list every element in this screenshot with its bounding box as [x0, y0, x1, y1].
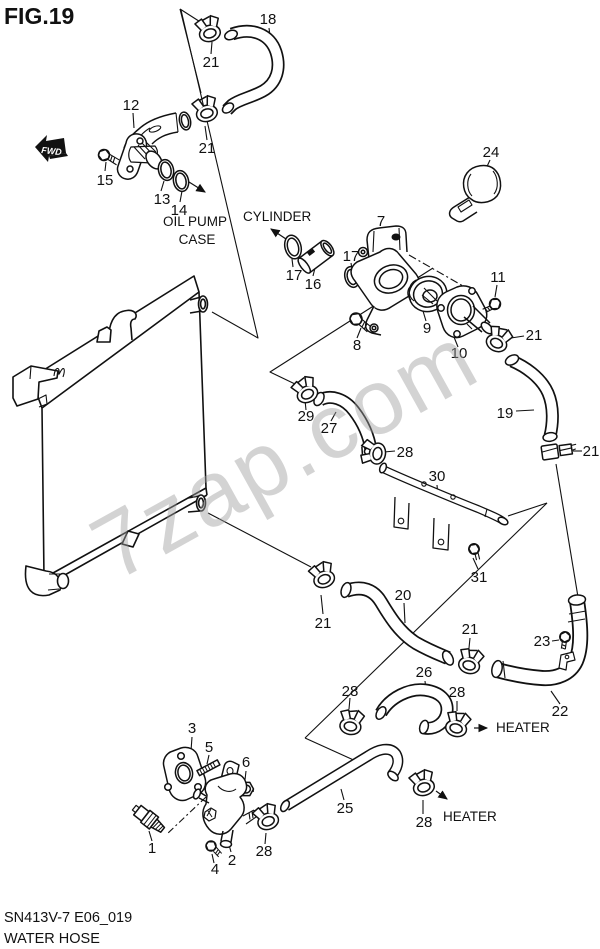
part-number-label-29: 29 [298, 408, 315, 425]
cylinder-label: CYLINDER [243, 209, 312, 224]
part-number-label-4: 4 [211, 861, 219, 878]
part-number-label-3: 3 [188, 720, 196, 737]
part-number-label-25: 25 [337, 800, 354, 817]
part-number-label-28: 28 [416, 814, 433, 831]
part-number-label-17: 17 [343, 248, 360, 265]
part-number-label-22: 22 [552, 703, 569, 720]
part-number-label-5: 5 [205, 739, 213, 756]
part-number-label-28: 28 [449, 684, 466, 701]
thermostat-case-7 [350, 225, 421, 336]
part-number-label-16: 16 [305, 276, 322, 293]
water-outlet-pipe-12 [97, 111, 192, 193]
radiator-hose-20 [340, 581, 455, 666]
part-number-label-20: 20 [395, 587, 412, 604]
part-number-label-21: 21 [462, 621, 479, 638]
part-number-label-31: 31 [471, 569, 488, 586]
part-number-label-11: 11 [490, 269, 506, 286]
o-ring-17-left [283, 234, 303, 260]
hose-22 [491, 594, 589, 687]
oil-pump-case-label-line1: OIL PUMP [163, 214, 227, 229]
thermostat-cap-10 [436, 285, 494, 339]
stud-bolt-5 [196, 759, 221, 777]
radiator-drawing [12, 275, 209, 597]
union-16 [297, 239, 335, 274]
screw-clamp-21 [540, 443, 577, 461]
part-number-label-14: 14 [171, 202, 188, 219]
part-number-label-21: 21 [199, 140, 216, 157]
part-number-label-17: 17 [286, 267, 303, 284]
part-number-label-21: 21 [583, 443, 600, 460]
gasket-3 [162, 746, 207, 802]
hose-19 [504, 354, 559, 443]
part-number-label-21: 21 [526, 327, 543, 344]
cylinder-arrow [270, 228, 287, 240]
hose-18 [221, 24, 285, 115]
part-number-label-6: 6 [242, 754, 250, 771]
part-number-label-23: 23 [534, 633, 551, 650]
part-number-label-12: 12 [123, 97, 140, 114]
part-number-label-27: 27 [321, 420, 338, 437]
part-number-label-19: 19 [497, 405, 514, 422]
heater-hose-25 [279, 743, 404, 813]
part-number-label-8: 8 [353, 337, 361, 354]
water-inlet-fitting-2 [192, 760, 257, 849]
water-pipe-30 [378, 462, 509, 551]
part-number-label-30: 30 [429, 468, 446, 485]
heater-label-bottom: HEATER [443, 809, 497, 824]
part-number-label-24: 24 [483, 144, 500, 161]
part-number-label-7: 7 [377, 213, 385, 230]
heater-bottom-arrow [435, 790, 448, 800]
fwd-direction-icon [35, 135, 68, 162]
heater-label-right: HEATER [496, 720, 550, 735]
part-number-label-21: 21 [203, 54, 220, 71]
part-number-label-15: 15 [97, 172, 114, 189]
part-number-label-18: 18 [260, 11, 277, 28]
temp-sensor-1 [131, 804, 166, 833]
bolt-31 [468, 543, 481, 561]
bolt-15 [97, 148, 120, 166]
bolt-11 [482, 297, 502, 313]
fwd-label: FWD [41, 145, 63, 157]
annotation-arrows [188, 181, 489, 800]
part-number-label-13: 13 [154, 191, 171, 208]
clamp-bracket-24 [448, 164, 502, 223]
bolt-4 [205, 840, 223, 858]
bolt-8 [349, 312, 372, 333]
part-number-label-21: 21 [315, 615, 332, 632]
part-number-label-2: 2 [228, 852, 236, 869]
part-number-label-28: 28 [256, 843, 273, 860]
oil-pump-case-label-line2: CASE [179, 232, 216, 247]
part-number-label-10: 10 [451, 345, 468, 362]
part-number-label-26: 26 [416, 664, 433, 681]
part-number-label-1: 1 [148, 840, 156, 857]
part-number-label-28: 28 [342, 683, 359, 700]
footer-figure-name: WATER HOSE [4, 931, 100, 947]
footer-model-code: SN413V-7 E06_019 [4, 910, 132, 926]
heater-hose-26 [375, 683, 454, 735]
bolt-23 [559, 631, 571, 650]
part-number-label-28: 28 [397, 444, 414, 461]
part-number-label-9: 9 [423, 320, 431, 337]
figure-title: FIG.19 [4, 3, 74, 29]
oil-pump-arrow [188, 181, 206, 193]
